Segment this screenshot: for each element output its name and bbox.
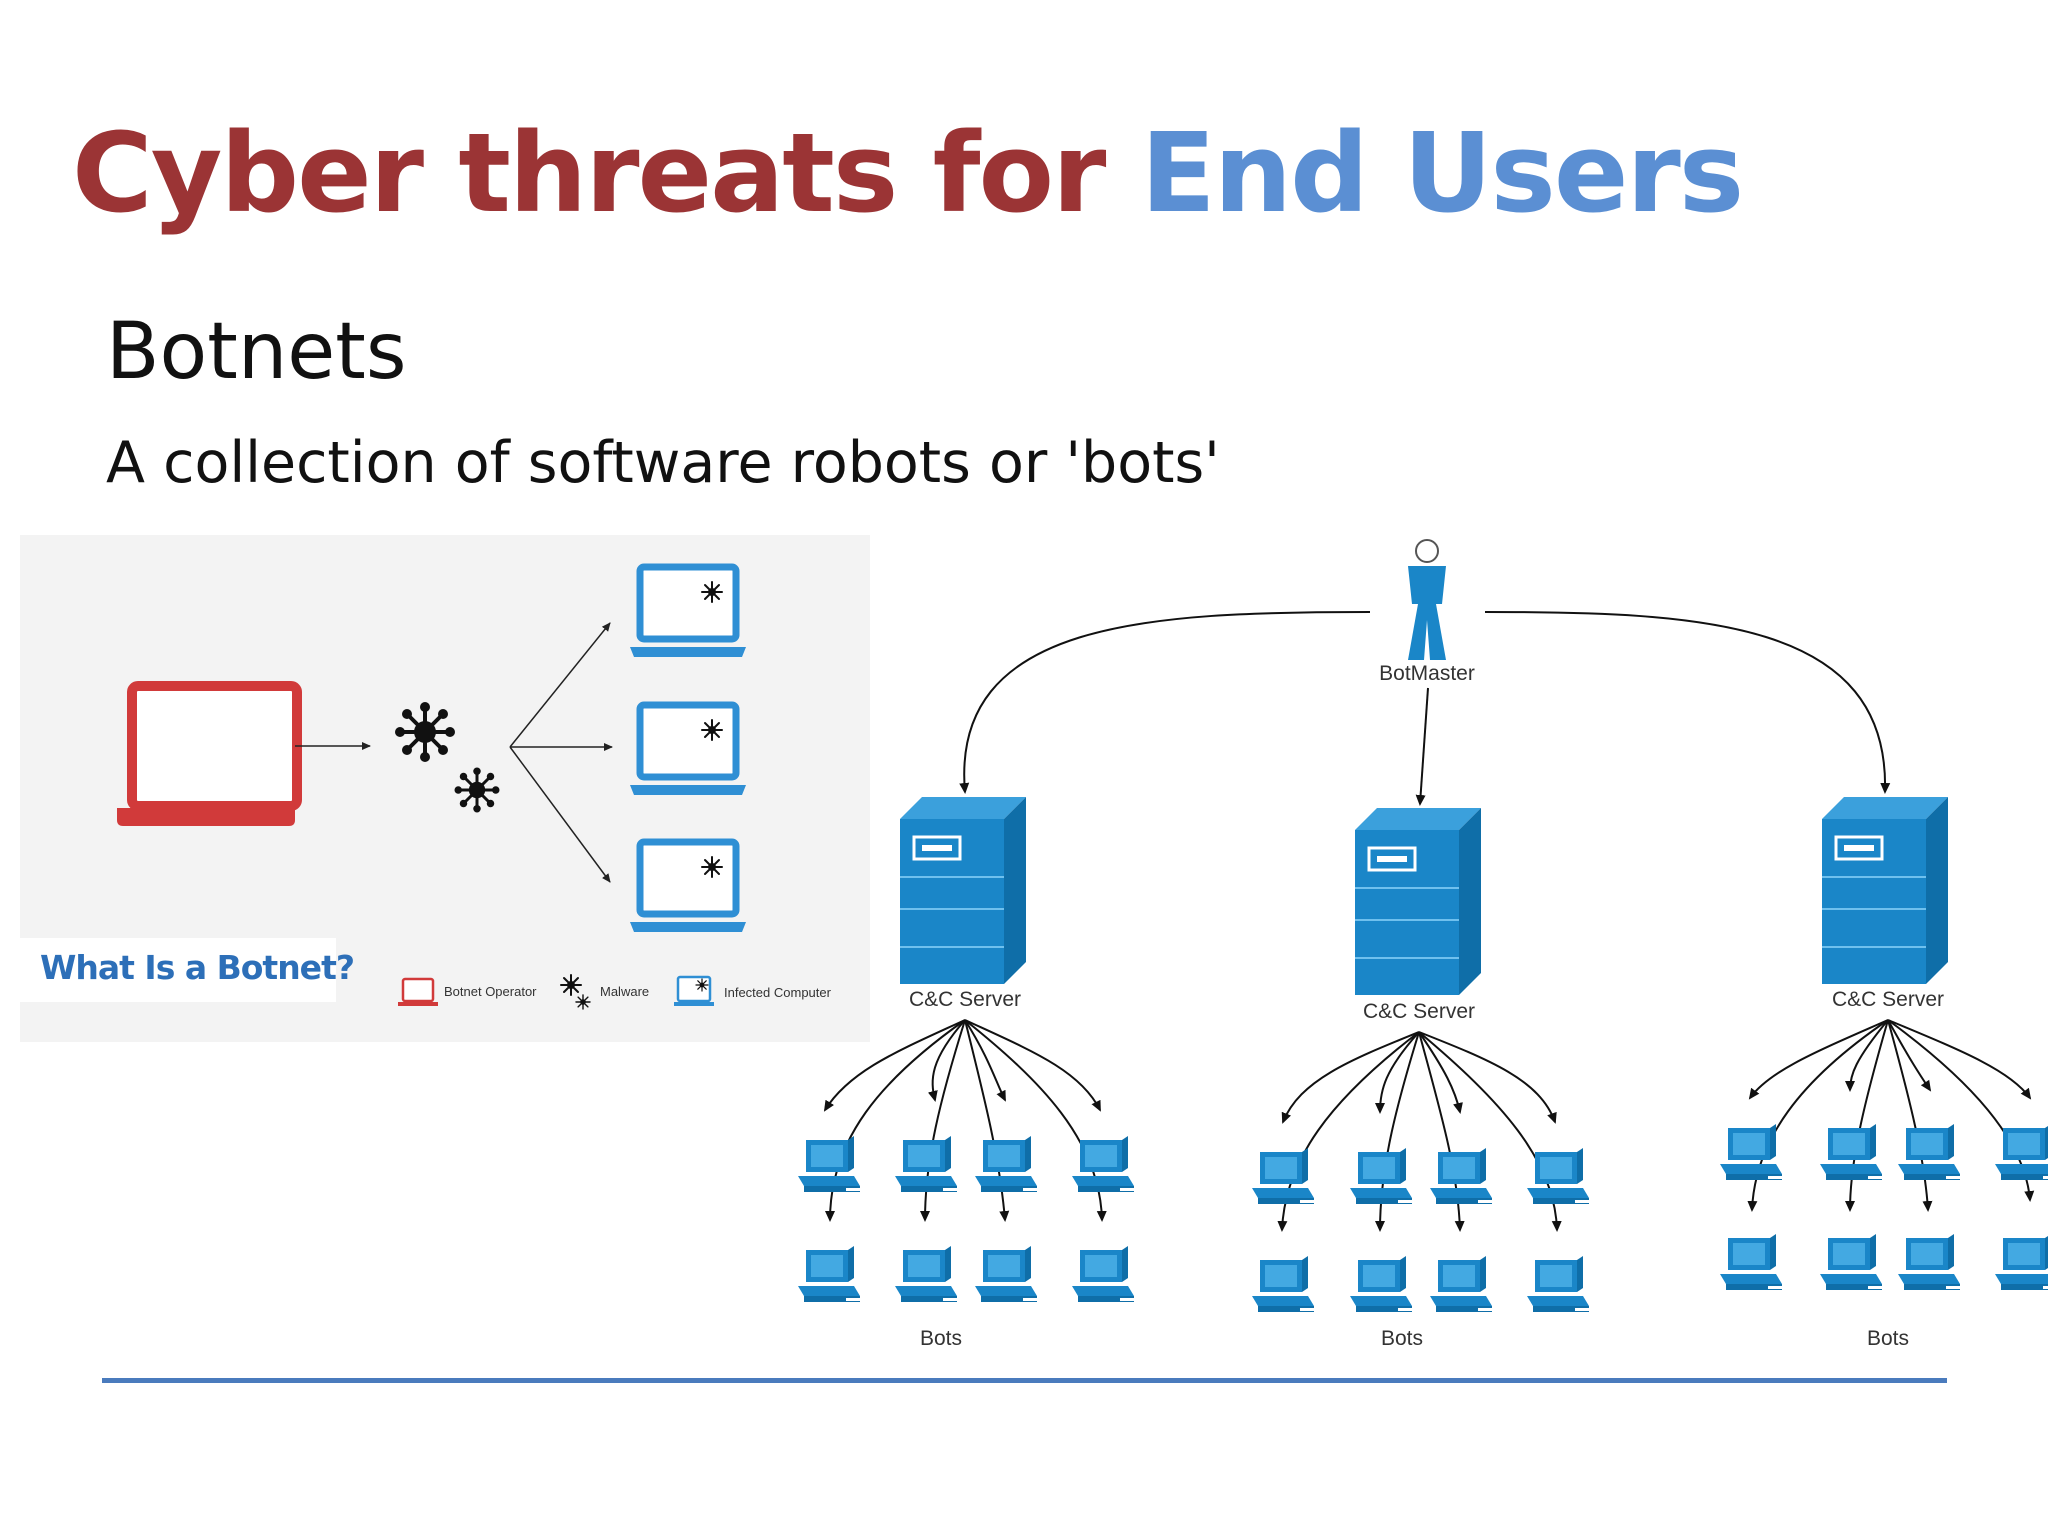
legend-malware-icon (560, 974, 591, 1010)
botmaster-links (959, 611, 1891, 806)
bot-computer-icon (1430, 1256, 1492, 1312)
server-to-bots-arrows (1747, 1019, 2035, 1212)
bot-computer-icon (1720, 1124, 1782, 1180)
cc-server-label: C&C Server (909, 988, 1021, 1011)
badge-label: What Is a Botnet? (40, 948, 355, 987)
bottom-divider (102, 1378, 1947, 1383)
bot-computer-icon (1898, 1234, 1960, 1290)
cc-server-icon (1353, 806, 1483, 997)
legend-malware-label: Malware (600, 984, 650, 999)
bot-computer-icon (1252, 1256, 1314, 1312)
legend-infected-icon (674, 975, 714, 1006)
server-to-bots-arrows (1277, 1031, 1562, 1232)
bot-computer-icon (1527, 1256, 1589, 1312)
slide-title: Cyber threats for End Users (72, 109, 1745, 237)
bot-computer-icon (975, 1246, 1037, 1302)
bot-computer-icon (1350, 1256, 1412, 1312)
legend-operator-label: Botnet Operator (444, 984, 537, 999)
bot-computer-icon (798, 1136, 860, 1192)
legend-infected-label: Infected Computer (724, 985, 831, 1000)
infected-computer-icon (630, 567, 746, 657)
slide-body-text: A collection of software robots or 'bots… (106, 430, 1220, 496)
bot-computer-icon (1820, 1124, 1882, 1180)
bot-computer-icon (1252, 1148, 1314, 1204)
bot-computer-icon (1527, 1148, 1589, 1204)
cc-server-label: C&C Server (1832, 988, 1944, 1011)
bot-computer-icon (798, 1246, 860, 1302)
cc-server-label: C&C Server (1363, 1000, 1475, 1023)
bots-label: Bots (1867, 1327, 1909, 1350)
bot-computer-icon (895, 1246, 957, 1302)
bot-computer-icon (1430, 1148, 1492, 1204)
bot-computer-icon (1072, 1246, 1134, 1302)
bot-computer-icon (1350, 1148, 1412, 1204)
botnet-operator-icon (117, 681, 302, 826)
bots-label: Bots (1381, 1327, 1423, 1350)
bot-computer-icon (1820, 1234, 1882, 1290)
bot-computer-icon (1995, 1234, 2048, 1290)
cc-server-icon (1820, 795, 1950, 986)
bots-label: Bots (920, 1327, 962, 1350)
infected-computer-icon (630, 842, 746, 932)
botmaster-label: BotMaster (1379, 662, 1475, 685)
bot-computer-icon (1720, 1234, 1782, 1290)
bot-computer-icon (1995, 1124, 2048, 1180)
bot-computer-icon (1072, 1136, 1134, 1192)
infected-computer-icon (630, 705, 746, 795)
botnet-explainer-panel: Botnet Operator Malware Infected Compute… (20, 535, 870, 1042)
server-to-bots-arrows (823, 1019, 1107, 1222)
title-part-1: Cyber threats for (72, 109, 1106, 237)
bot-computer-icon (1898, 1124, 1960, 1180)
spread-arrows (509, 622, 613, 883)
bot-computer-icon (895, 1136, 957, 1192)
legend-operator-icon (398, 977, 438, 1006)
title-part-2: End Users (1140, 109, 1745, 237)
slide-subtitle: Botnets (106, 307, 407, 397)
malware-icon (393, 700, 501, 814)
botnet-explainer-graphic (117, 535, 870, 1010)
cc-server-icon (898, 795, 1028, 986)
bot-computer-icon (975, 1136, 1037, 1192)
what-is-botnet-badge: What Is a Botnet? (20, 938, 355, 1002)
botmaster-person-icon (1408, 539, 1446, 660)
